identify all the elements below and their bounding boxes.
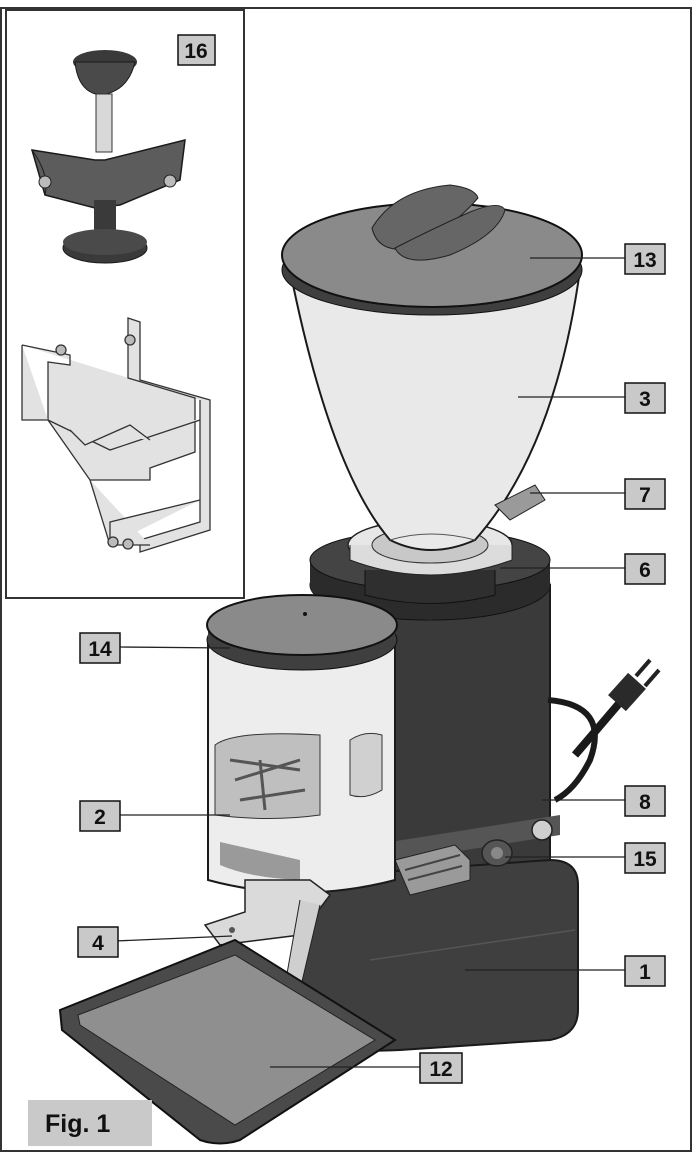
callout-12: 12 (419, 1052, 463, 1084)
callout-8: 8 (624, 785, 666, 817)
hopper-lid (281, 184, 583, 316)
svg-text:3: 3 (639, 388, 651, 411)
bean-hopper (288, 269, 582, 551)
svg-text:6: 6 (639, 559, 651, 582)
figure-caption: Fig. 1 (28, 1100, 152, 1146)
callout-7: 7 (624, 478, 666, 510)
svg-text:15: 15 (633, 848, 657, 871)
callout-13: 13 (624, 243, 666, 275)
svg-text:2: 2 (94, 806, 106, 829)
drip-tray (58, 938, 397, 1145)
callout-15: 15 (624, 842, 666, 874)
tamper-part (30, 50, 186, 264)
callout-1: 1 (624, 955, 666, 987)
callout-14: 14 (79, 632, 121, 664)
svg-text:13: 13 (633, 249, 656, 272)
callout-4: 4 (77, 926, 119, 958)
svg-text:7: 7 (639, 484, 651, 507)
svg-text:Fig. 1: Fig. 1 (45, 1110, 110, 1138)
dosing-chamber (206, 594, 398, 894)
svg-text:16: 16 (184, 40, 207, 63)
callout-3: 3 (624, 382, 666, 414)
svg-text:8: 8 (639, 791, 651, 814)
svg-text:4: 4 (92, 932, 104, 955)
svg-text:12: 12 (429, 1058, 452, 1081)
callout-6: 6 (624, 553, 666, 585)
callout-2: 2 (79, 800, 121, 832)
cup-holder-fork (203, 879, 332, 991)
svg-text:1: 1 (639, 961, 651, 984)
svg-text:14: 14 (88, 638, 112, 661)
bracket-part (21, 317, 211, 553)
callout-16: 16 (177, 34, 216, 66)
leader-lines (114, 257, 625, 1068)
